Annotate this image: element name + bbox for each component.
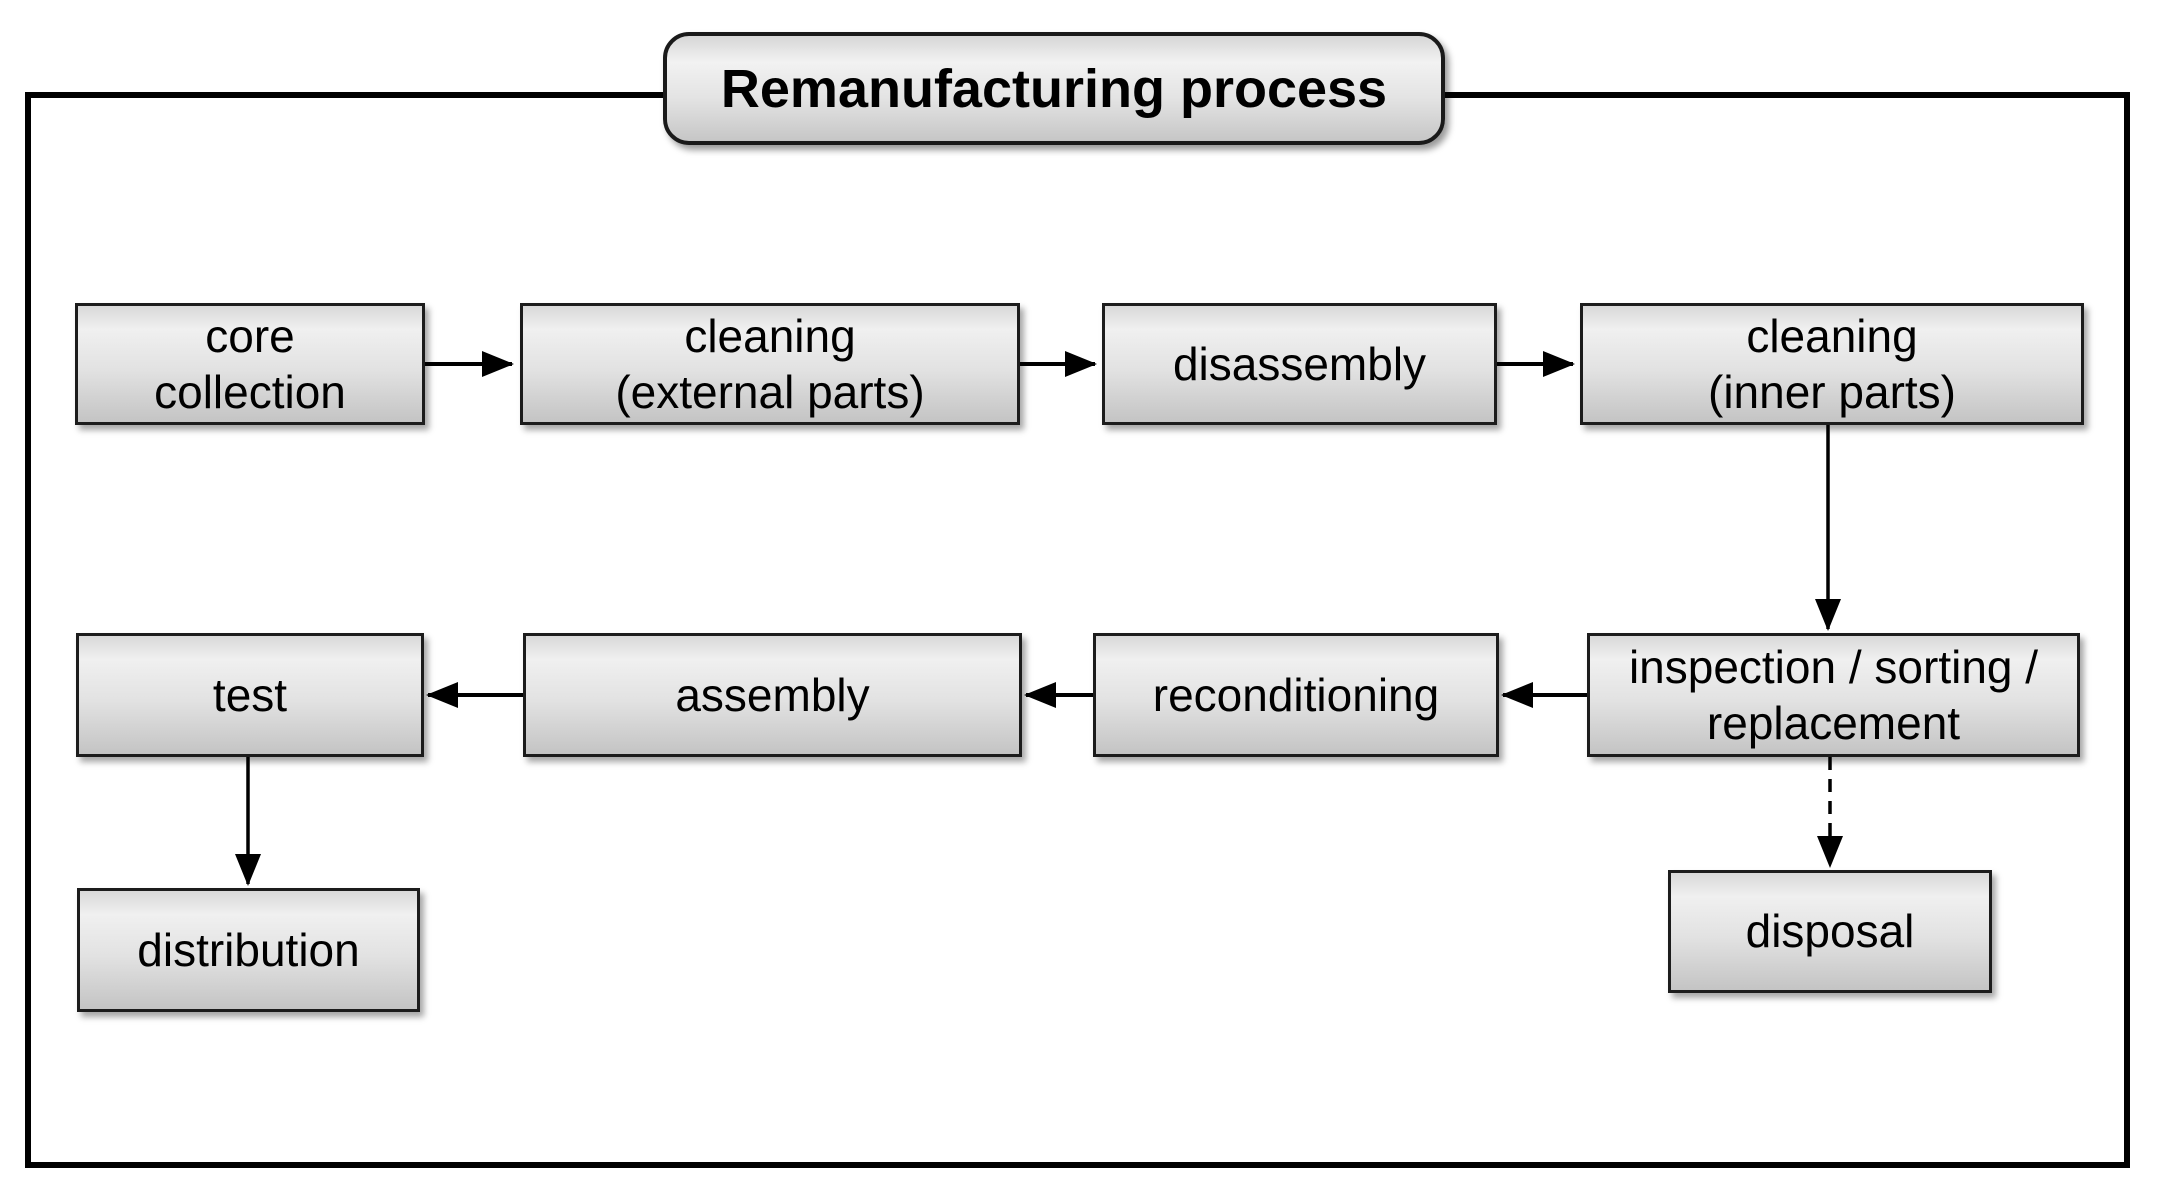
node-test: test <box>76 633 424 757</box>
node-disassembly: disassembly <box>1102 303 1497 425</box>
node-reconditioning: reconditioning <box>1093 633 1499 757</box>
node-inspection-sorting-replacement: inspection / sorting / replacement <box>1587 633 2080 757</box>
node-disposal: disposal <box>1668 870 1992 993</box>
node-cleaning-external-parts: cleaning (external parts) <box>520 303 1020 425</box>
diagram-title-box: Remanufacturing process <box>663 32 1445 145</box>
node-cleaning-inner-parts: cleaning (inner parts) <box>1580 303 2084 425</box>
node-core-collection: core collection <box>75 303 425 425</box>
node-assembly: assembly <box>523 633 1022 757</box>
diagram-title: Remanufacturing process <box>720 58 1388 119</box>
node-distribution: distribution <box>77 888 420 1012</box>
